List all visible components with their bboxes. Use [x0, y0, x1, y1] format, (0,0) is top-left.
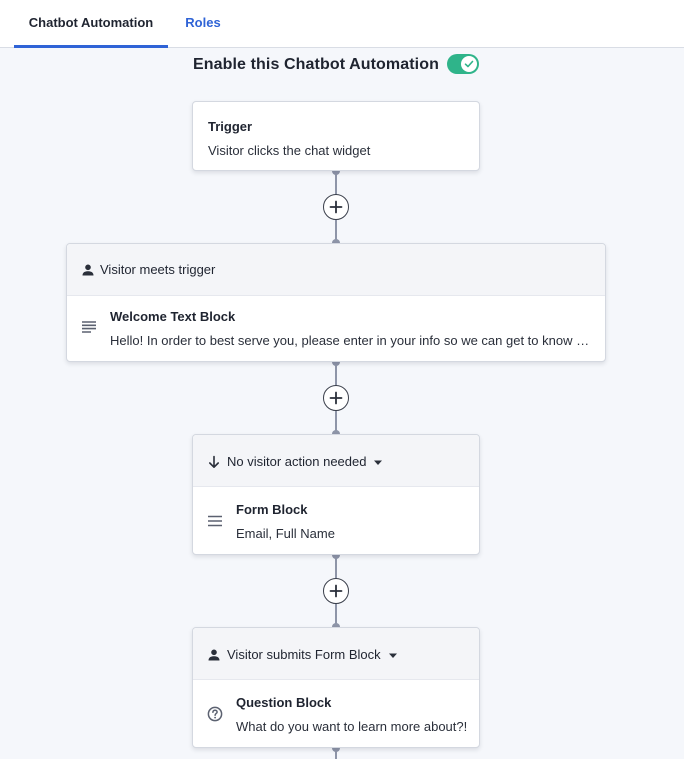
plus-icon [329, 391, 343, 405]
connector-line [335, 748, 337, 759]
trigger-text: Visitor clicks the chat widget [208, 143, 371, 158]
plus-icon [329, 584, 343, 598]
person-icon [208, 649, 220, 661]
enable-toggle[interactable] [447, 54, 479, 74]
connector-dot [332, 167, 340, 175]
trigger-card[interactable]: Trigger Visitor clicks the chat widget [192, 101, 480, 171]
chevron-down-icon[interactable] [388, 653, 398, 659]
plus-icon [329, 200, 343, 214]
tab-roles[interactable]: Roles [185, 15, 221, 30]
add-step-button[interactable] [323, 194, 349, 220]
step-card-form[interactable]: No visitor action needed Form Block Emai… [192, 434, 480, 555]
add-step-button[interactable] [323, 385, 349, 411]
block-title: Welcome Text Block [110, 309, 236, 324]
enable-row: Enable this Chatbot Automation [0, 52, 684, 78]
toggle-knob [461, 56, 477, 72]
connector-dot [332, 358, 340, 366]
step-header[interactable]: No visitor action needed [193, 435, 479, 487]
tab-chatbot-automation[interactable]: Chatbot Automation [14, 0, 168, 48]
tab-bar: Chatbot Automation Roles [0, 0, 684, 48]
enable-label: Enable this Chatbot Automation [193, 56, 439, 73]
step-header: Visitor meets trigger [67, 244, 605, 296]
step-header-label: No visitor action needed [227, 454, 367, 469]
step-header-label: Visitor submits Form Block [227, 647, 381, 662]
text-lines-icon [82, 321, 96, 333]
check-icon [464, 60, 474, 68]
block-text: What do you want to learn more about?! [236, 719, 468, 734]
form-lines-icon [208, 515, 222, 527]
connector-dot [332, 551, 340, 559]
block-text: Hello! In order to best serve you, pleas… [110, 333, 592, 348]
arrow-down-icon [209, 455, 219, 468]
person-icon [82, 264, 94, 276]
step-card-question[interactable]: Visitor submits Form Block Question Bloc… [192, 627, 480, 748]
chevron-down-icon[interactable] [373, 460, 383, 466]
block-title: Form Block [236, 502, 308, 517]
step-header-label: Visitor meets trigger [100, 262, 216, 277]
block-title: Question Block [236, 695, 332, 710]
question-circle-icon [207, 706, 223, 722]
block-text: Email, Full Name [236, 526, 335, 541]
step-card-welcome-text[interactable]: Visitor meets trigger Welcome Text Block… [66, 243, 606, 362]
add-step-button[interactable] [323, 578, 349, 604]
connector-dot [332, 744, 340, 752]
trigger-title: Trigger [208, 119, 253, 134]
step-header[interactable]: Visitor submits Form Block [193, 628, 479, 680]
